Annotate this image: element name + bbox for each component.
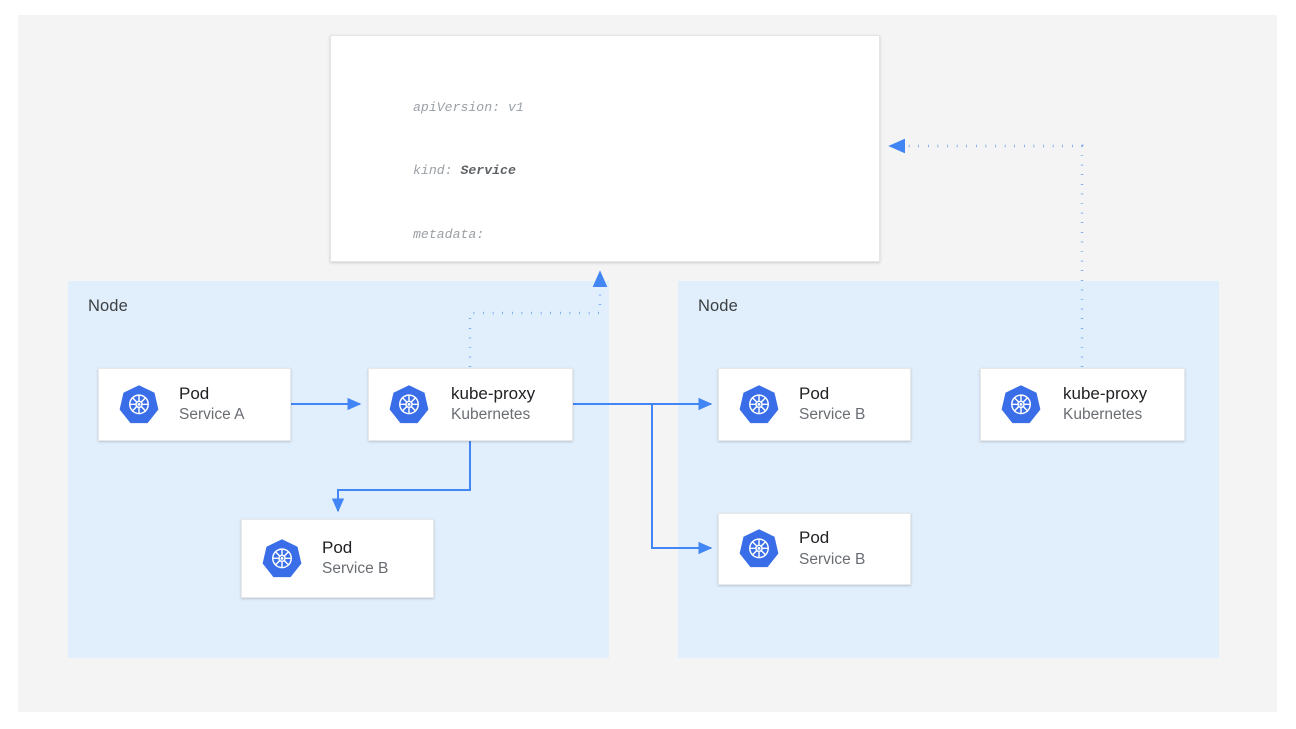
card-subtitle: Kubernetes — [1063, 406, 1143, 424]
yaml-line-metadata: metadata: — [413, 227, 485, 243]
card-pod-service-b-left[interactable]: Pod Service B — [241, 519, 434, 598]
kubernetes-icon — [739, 384, 779, 423]
card-text: Pod Service A — [179, 384, 244, 426]
kubernetes-icon — [739, 529, 779, 568]
card-kube-proxy-right[interactable]: kube-proxy Kubernetes — [980, 368, 1185, 441]
yaml-line-kind: kind: Service — [413, 160, 731, 181]
card-kube-proxy-left[interactable]: kube-proxy Kubernetes — [368, 368, 573, 441]
node-container-right — [678, 281, 1219, 658]
card-subtitle: Service A — [179, 406, 245, 424]
yaml-line-apiversion: apiVersion: v1 — [413, 99, 524, 115]
kubernetes-icon — [1001, 384, 1041, 423]
node-container-left — [68, 281, 609, 658]
card-text: Pod Service B — [799, 384, 865, 426]
card-title: Pod — [179, 383, 210, 403]
service-manifest-card: apiVersion: v1 kind: Service metadata: n… — [330, 35, 880, 262]
kubernetes-icon — [389, 384, 429, 423]
card-text: kube-proxy Kubernetes — [451, 384, 535, 426]
kubernetes-icon — [119, 384, 159, 423]
service-manifest-text: apiVersion: v1 kind: Service metadata: n… — [413, 54, 731, 261]
card-title: Pod — [799, 528, 830, 548]
card-subtitle: Service B — [799, 406, 866, 424]
card-pod-service-b-right-top[interactable]: Pod Service B — [718, 368, 911, 441]
node-label-right: Node — [698, 297, 738, 315]
card-title: Pod — [322, 537, 353, 557]
card-pod-service-a[interactable]: Pod Service A — [98, 368, 291, 441]
card-subtitle: Kubernetes — [451, 406, 531, 424]
yaml-kind-key: kind: — [413, 163, 461, 179]
card-text: kube-proxy Kubernetes — [1063, 384, 1147, 426]
card-title: Pod — [799, 383, 830, 403]
card-title: kube-proxy — [1063, 383, 1148, 403]
card-subtitle: Service B — [322, 560, 389, 578]
card-text: Pod Service B — [322, 538, 388, 580]
kubernetes-icon — [262, 538, 302, 577]
node-label-left: Node — [88, 297, 128, 315]
card-text: Pod Service B — [799, 528, 865, 570]
yaml-kind-value: Service — [460, 163, 516, 179]
card-subtitle: Service B — [799, 550, 866, 568]
card-title: kube-proxy — [451, 383, 536, 403]
card-pod-service-b-right-bottom[interactable]: Pod Service B — [718, 513, 911, 585]
